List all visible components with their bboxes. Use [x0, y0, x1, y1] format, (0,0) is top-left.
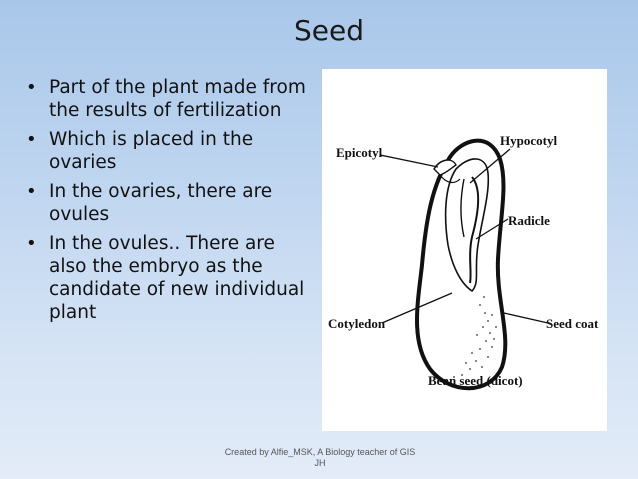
diagram-caption: Bean seed (dicot): [428, 373, 523, 388]
pointer-lines: [379, 148, 549, 324]
label-epicotyl: Epicotyl: [336, 145, 383, 160]
bullet-glyph: •: [26, 77, 37, 98]
bullet-text: In the ovaries, there are ovules: [49, 181, 273, 225]
bullet-item: • Part of the plant made from the results…: [22, 76, 312, 122]
bullet-glyph: •: [26, 129, 37, 150]
bullet-item: • In the ovaries, there are ovules: [22, 180, 312, 226]
bean-seed-diagram: Epicotyl Hypocotyl Radicle Cotyledon See…: [322, 69, 607, 431]
hypocotyl-shape: [460, 178, 465, 238]
label-seed-coat: Seed coat: [546, 316, 599, 331]
epicotyl-leaf: [439, 174, 461, 184]
label-hypocotyl: Hypocotyl: [500, 133, 557, 148]
bullet-glyph: •: [26, 233, 37, 254]
radicle-shape: [469, 176, 480, 284]
slide-title: Seed: [294, 14, 364, 47]
bullet-text: Which is placed in the ovaries: [49, 129, 254, 173]
label-cotyledon: Cotyledon: [328, 316, 386, 331]
bullet-text: Part of the plant made from the results …: [49, 77, 306, 121]
bullet-text: In the ovules.. There are also the embry…: [49, 233, 305, 323]
bullet-item: • In the ovules.. There are also the embr…: [22, 232, 312, 324]
bullet-glyph: •: [26, 181, 37, 202]
bullet-list: • Part of the plant made from the results…: [22, 76, 312, 330]
label-radicle: Radicle: [508, 213, 550, 228]
epicotyl-leaf: [433, 159, 457, 176]
bean-seed-svg: Epicotyl Hypocotyl Radicle Cotyledon See…: [328, 133, 599, 391]
bullet-item: • Which is placed in the ovaries: [22, 128, 312, 174]
cotyledon-stipple: [453, 296, 497, 378]
footer-credit: Created by Alfie_MSK, A Biology teacher …: [224, 447, 416, 468]
